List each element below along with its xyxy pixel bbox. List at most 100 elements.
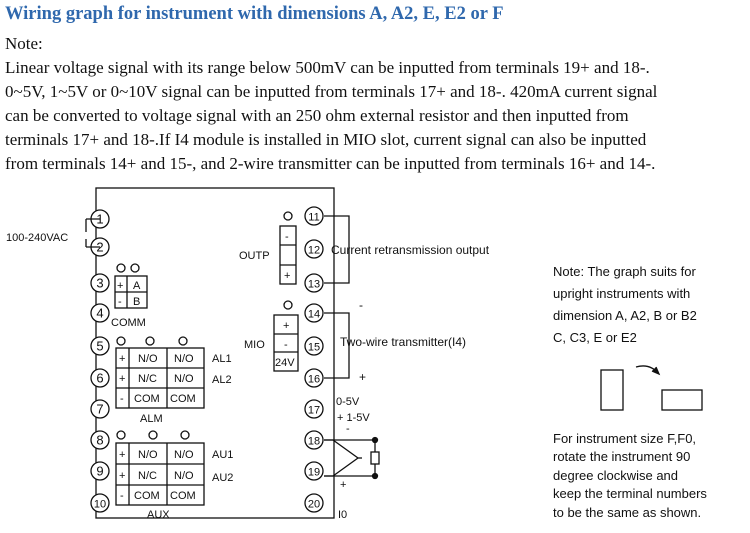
alm-cell: N/O	[174, 353, 194, 365]
side-note-line: C, C3, E or E2	[553, 330, 637, 345]
comm-cell: B	[133, 296, 140, 308]
mio-label: MIO	[244, 339, 265, 351]
note-line-5: from terminals 14+ and 15-, and 2-wire t…	[5, 154, 656, 173]
left-terminal-number: 8	[96, 433, 103, 448]
outp-cell: -	[285, 231, 289, 243]
left-terminal-circle	[90, 336, 110, 356]
page-title: Wiring graph for instrument with dimensi…	[5, 4, 504, 24]
right-terminal-number: 15	[308, 342, 320, 354]
rotate-note-line: rotate the instrument 90	[553, 449, 690, 464]
two-wire-minus: -	[359, 298, 363, 312]
note-line-4: terminals 17+ and 18-.If I4 module is in…	[5, 130, 647, 149]
right-terminal-number: 13	[308, 279, 320, 291]
alm-cell: COM	[134, 393, 160, 405]
left-terminal-number: 3	[96, 276, 103, 291]
comm-cell: A	[133, 280, 141, 292]
right-terminal-number: 16	[308, 374, 320, 386]
aux-cell: +	[119, 470, 125, 482]
right-terminal-number: 17	[308, 405, 320, 417]
aux-cell: N/O	[174, 449, 194, 461]
alm-cell: +	[119, 373, 125, 385]
right-terminal-circle	[304, 206, 324, 226]
aux-cell: COM	[170, 490, 196, 502]
aux-label: AUX	[147, 509, 170, 521]
left-terminal-circle	[90, 399, 110, 419]
alm-output: AL2	[212, 374, 232, 386]
retrans-label: Current retransmission output	[331, 243, 490, 257]
v05-label: 0-5V	[336, 396, 360, 408]
side-note-line: dimension A, A2, B or B2	[553, 308, 697, 323]
alm-cell: COM	[170, 393, 196, 405]
right-terminal-circle	[304, 239, 324, 259]
two-wire-plus: +	[359, 370, 366, 384]
alm-cell: -	[120, 393, 124, 405]
right-terminal-circle	[304, 273, 324, 293]
rotate-note-line: degree clockwise and	[553, 468, 678, 483]
mio-cell: -	[284, 339, 288, 351]
i0-wiring: 0-5V + 1-5V - + I0	[324, 396, 380, 521]
left-terminal-circle	[90, 430, 110, 450]
outp-label: OUTP	[239, 250, 270, 262]
aux-output: AU1	[212, 449, 233, 461]
note-line-1: Linear voltage signal with its range bel…	[5, 58, 650, 77]
right-terminal-circle	[304, 430, 324, 450]
right-terminal-circle	[304, 399, 324, 419]
comm-cell: -	[118, 296, 122, 308]
note-line-3: can be converted to voltage signal with …	[5, 106, 629, 125]
right-terminal-circle	[304, 493, 324, 513]
note-line-2: 0~5V, 1~5V or 0~10V signal can be inputt…	[5, 82, 658, 101]
alm-cell: N/O	[174, 373, 194, 385]
two-wire-transmitter-wire	[324, 312, 350, 379]
side-note-line: upright instruments with	[553, 286, 690, 301]
left-terminal-number: 5	[96, 339, 103, 354]
two-wire-label: Two-wire transmitter(I4)	[340, 335, 466, 349]
aux-cell: -	[120, 490, 124, 502]
right-terminal-circle	[304, 461, 324, 481]
i0-label: I0	[338, 509, 347, 521]
aux-output: AU2	[212, 472, 233, 484]
rotate-note-line: For instrument size F,F0,	[553, 431, 696, 446]
right-terminal-number: 20	[308, 499, 320, 511]
mio-block: + - 24V MIO	[244, 300, 299, 372]
right-terminal-circle	[304, 303, 324, 323]
aux-cell: +	[119, 449, 125, 461]
comm-label: COMM	[111, 317, 146, 329]
left-terminal-number: 9	[96, 464, 103, 479]
alm-output: AL1	[212, 353, 232, 365]
rotation-illustration	[600, 365, 703, 411]
aux-cell: COM	[134, 490, 160, 502]
note-label: Note:	[5, 34, 43, 53]
rotate-note-line: keep the terminal numbers	[553, 486, 707, 501]
right-terminal-number: 19	[308, 467, 320, 479]
right-terminal-circle	[304, 368, 324, 388]
left-terminal-number: 6	[96, 371, 103, 386]
left-terminal-circle	[90, 461, 110, 481]
power-label: 100-240VAC	[6, 232, 68, 244]
alm-cell: N/C	[138, 373, 157, 385]
left-terminal-number: 7	[96, 402, 103, 417]
alm-cell: N/O	[138, 353, 158, 365]
i0-plus: +	[340, 479, 346, 491]
outp-cell: +	[284, 270, 290, 282]
left-terminal-circle	[90, 273, 110, 293]
alm-block: + N/O N/O + N/C N/O - COM COM AL1 AL2 AL…	[115, 336, 232, 425]
side-note-line: Note: The graph suits for	[553, 264, 697, 279]
v15-label: + 1-5V	[337, 412, 370, 424]
right-terminal-circle	[304, 336, 324, 356]
left-terminal-number: 10	[94, 499, 106, 511]
retrans-wire	[324, 215, 350, 284]
power-wires	[85, 218, 100, 248]
comm-block: + A - B COMM	[111, 263, 148, 329]
mio-cell: +	[283, 320, 289, 332]
right-terminal-number: 18	[308, 436, 320, 448]
mio-cell: 24V	[275, 357, 295, 369]
alm-label: ALM	[140, 413, 163, 425]
left-terminal-number: 4	[96, 306, 103, 321]
aux-cell: N/O	[138, 449, 158, 461]
left-terminal-circle	[90, 303, 110, 323]
left-terminal-circle	[90, 368, 110, 388]
right-terminal-number: 12	[308, 245, 320, 257]
comm-cell: +	[117, 280, 123, 292]
alm-cell: +	[119, 353, 125, 365]
aux-block: + N/O N/O + N/C N/O - COM COM AU1 AU2 AU…	[115, 430, 233, 521]
